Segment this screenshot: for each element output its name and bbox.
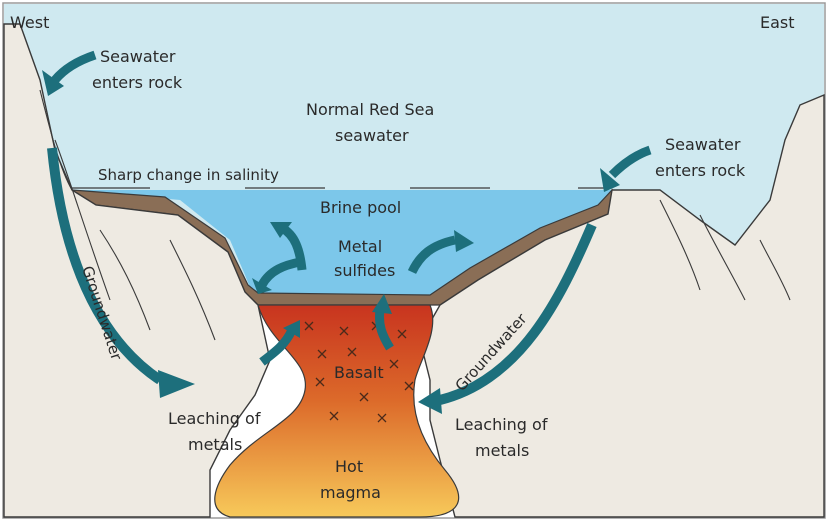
brine-swirl-arrow-2: [258, 257, 301, 288]
upflow-arrow-east: [375, 309, 394, 351]
sulfides-label: sulfides: [334, 261, 395, 280]
upflow-arrow-west: [259, 327, 297, 366]
metal-label: Metal: [338, 237, 382, 256]
seawater-west-label-1: Seawater: [100, 47, 176, 66]
west-label: West: [10, 13, 49, 32]
west-rock: [3, 23, 271, 518]
leaching-east-label-2: metals: [475, 441, 529, 460]
leaching-west-label-2: metals: [188, 435, 242, 454]
seawater-east-label-2: enters rock: [655, 161, 746, 180]
east-label: East: [760, 13, 795, 32]
leaching-west-label-1: Leaching of: [168, 409, 261, 428]
seawater-west-label-2: enters rock: [92, 73, 183, 92]
normal-seawater-label-1: Normal Red Sea: [306, 100, 434, 119]
magma-body: [214, 304, 460, 518]
flow-arrows: [42, 50, 652, 414]
groundwater-east-arrow: [438, 223, 597, 405]
groundwater-west-arrow: [47, 147, 163, 385]
sharp-change-label: Sharp change in salinity: [98, 166, 279, 184]
basalt-label: Basalt: [334, 363, 384, 382]
leaching-east-label-1: Leaching of: [455, 415, 548, 434]
brine-pool-region: [72, 190, 612, 300]
seawater-west-arrow: [51, 50, 97, 84]
basalt-markers: [304, 321, 414, 423]
brine-pool-label: Brine pool: [320, 198, 401, 217]
magma-label: magma: [320, 483, 381, 502]
normal-seawater-label-2: seawater: [335, 126, 409, 145]
east-rock: [419, 93, 825, 518]
hot-label: Hot: [335, 457, 363, 476]
seawater-east-label-1: Seawater: [665, 135, 741, 154]
seawater-east-arrow: [608, 145, 652, 179]
fault-lines: [39, 89, 791, 341]
brine-swirl-arrow-3: [407, 235, 457, 275]
